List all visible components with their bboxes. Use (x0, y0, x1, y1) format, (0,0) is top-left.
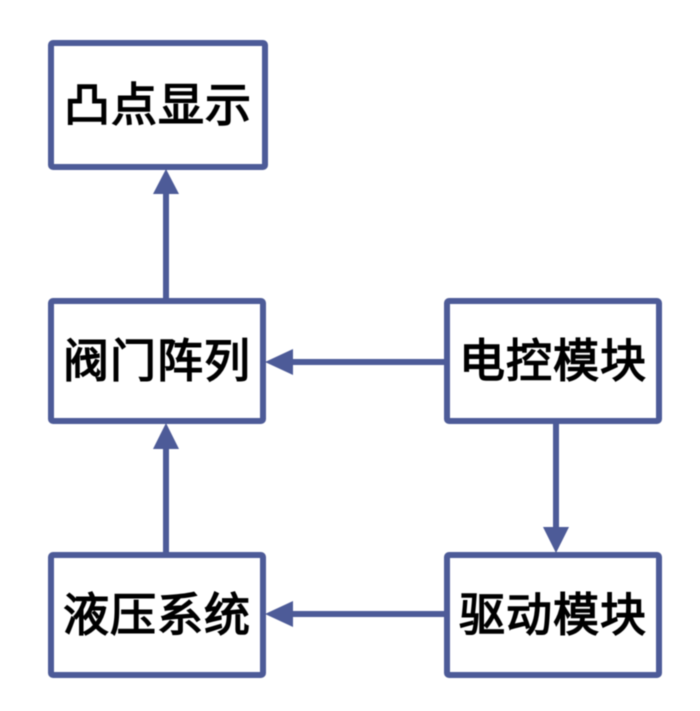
edge-drive-module-to-hydraulic-system (265, 601, 444, 627)
edge-valve-array-to-bump-display (153, 169, 179, 298)
node-label: 阀门阵列 (63, 336, 251, 387)
node-ecu-module: 电控模块 (444, 298, 662, 424)
edge-ecu-module-to-drive-module (543, 424, 569, 553)
node-drive-module: 驱动模块 (444, 552, 662, 678)
edge-hydraulic-system-to-valve-array (153, 423, 179, 552)
node-bump-display: 凸点显示 (48, 40, 268, 170)
edge-ecu-module-to-valve-array (265, 349, 444, 375)
arrowhead-left-icon (265, 601, 293, 627)
node-hydraulic-system: 液压系统 (48, 552, 266, 678)
node-label: 凸点显示 (64, 80, 252, 131)
node-label: 液压系统 (63, 590, 251, 641)
node-valve-array: 阀门阵列 (48, 298, 266, 424)
arrowhead-left-icon (265, 349, 293, 375)
arrowhead-up-icon (153, 423, 179, 449)
node-label: 电控模块 (459, 336, 647, 387)
node-label: 驱动模块 (459, 590, 647, 641)
arrowhead-down-icon (543, 527, 569, 553)
arrowhead-up-icon (153, 169, 179, 194)
